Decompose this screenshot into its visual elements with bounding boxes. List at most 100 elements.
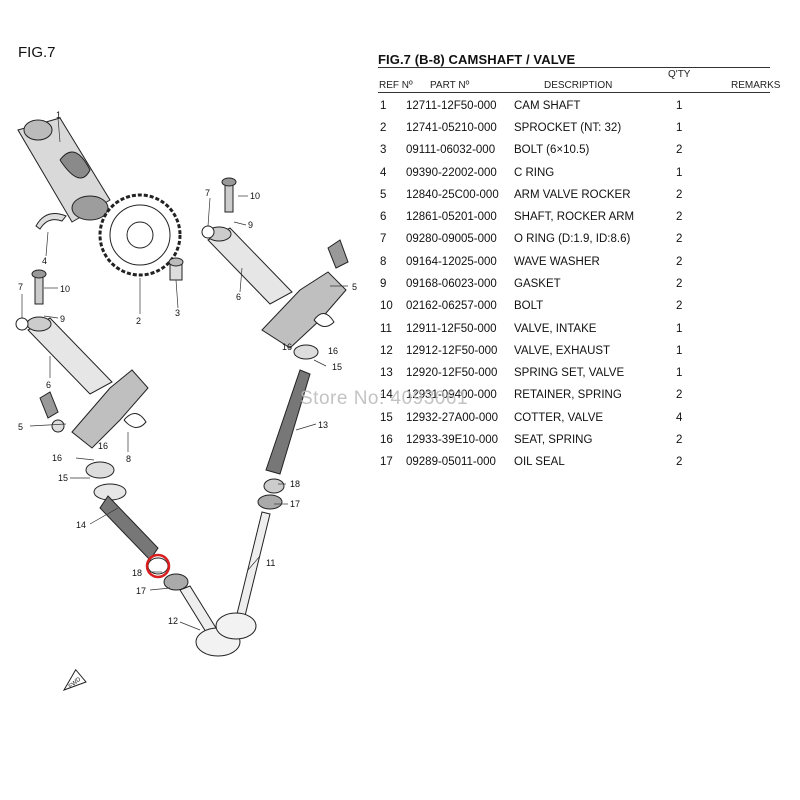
- cell-part: 12912-12F50-000: [406, 345, 498, 357]
- cell-part: 12933-39E10-000: [406, 434, 499, 446]
- cell-ref: 12: [380, 345, 393, 357]
- cell-qty: 2: [676, 144, 683, 156]
- cell-description: RETAINER, SPRING: [514, 389, 622, 401]
- callout-5-right: 5: [352, 282, 357, 292]
- cell-description: SPROCKET (NT: 32): [514, 122, 622, 134]
- callout-11: 11: [266, 558, 275, 568]
- callout-4: 4: [42, 256, 47, 266]
- cell-description: OIL SEAL: [514, 456, 565, 468]
- cell-part: 02162-06257-000: [406, 300, 497, 312]
- callout-10-right: 10: [250, 191, 260, 201]
- callout-16-b: 16: [328, 346, 338, 356]
- header-ref: REF Nº: [379, 80, 413, 91]
- cell-part: 12711-12F50-000: [406, 100, 497, 112]
- cell-qty: 2: [676, 278, 683, 290]
- cell-description: GASKET: [514, 278, 561, 290]
- c-ring-part: [35, 213, 67, 230]
- callout-6-right: 6: [236, 292, 241, 302]
- callout-16-a: 16: [282, 342, 292, 352]
- callout-2: 2: [136, 316, 141, 326]
- intake-valve-part: [215, 511, 271, 640]
- cell-ref: 9: [380, 278, 387, 290]
- cell-description: COTTER, VALVE: [514, 412, 604, 424]
- title-divider: [378, 67, 770, 68]
- cell-qty: 1: [676, 345, 683, 357]
- table-row: 12 12912-12F50-000 VALVE, EXHAUST 1: [0, 345, 800, 367]
- cell-part: 12840-25C00-000: [406, 189, 499, 201]
- callout-13: 13: [318, 420, 328, 430]
- cell-description: VALVE, EXHAUST: [514, 345, 611, 357]
- highlight-circle: [145, 553, 171, 579]
- header-qty: Q'TY: [668, 69, 691, 80]
- callout-numbers: 1 2 3 4 5 5 6 6 7 7 8 9 9 10 10 11 12 13…: [18, 110, 357, 626]
- cell-description: SPRING SET, VALVE: [514, 367, 625, 379]
- cell-qty: 1: [676, 122, 683, 134]
- cell-ref: 10: [380, 300, 393, 312]
- header-divider: [378, 92, 770, 93]
- cell-qty: 2: [676, 233, 683, 245]
- exploded-parts-diagram: 1 2 3 4 5 5 6 6 7 7 8 9 9 10 10 11 12 13…: [15, 110, 357, 691]
- cell-ref: 6: [380, 211, 387, 223]
- cell-description: O RING (D:1.9, ID:8.6): [514, 233, 631, 245]
- cell-qty: 1: [676, 100, 683, 112]
- cell-part: 12741-05210-000: [406, 122, 497, 134]
- table-title: FIG.7 (B-8) CAMSHAFT / VALVE: [378, 52, 576, 67]
- cell-qty: 2: [676, 456, 683, 468]
- cell-qty: 1: [676, 367, 683, 379]
- cell-ref: 8: [380, 256, 387, 268]
- cell-ref: 2: [380, 122, 387, 134]
- cell-description: C RING: [514, 167, 555, 179]
- cell-ref: 3: [380, 144, 387, 156]
- callout-9-right: 9: [248, 220, 253, 230]
- cell-part: 09289-05011-000: [406, 456, 496, 468]
- cell-qty: 2: [676, 434, 683, 446]
- cell-description: SEAT, SPRING: [514, 434, 593, 446]
- cell-description: BOLT: [514, 300, 544, 312]
- callout-9-left: 9: [60, 314, 65, 324]
- callout-17-left: 17: [136, 586, 146, 596]
- callout-7-right: 7: [205, 188, 210, 198]
- cell-qty: 2: [676, 189, 683, 201]
- cell-ref: 17: [380, 456, 393, 468]
- cell-part: 09168-06023-000: [406, 278, 497, 290]
- cell-ref: 1: [380, 100, 387, 112]
- callout-10-left: 10: [60, 284, 70, 294]
- camshaft-part: [17, 117, 111, 223]
- cell-ref: 7: [380, 233, 387, 245]
- cell-part: 12932-27A00-000: [406, 412, 499, 424]
- table-row: 1 12711-12F50-000 CAM SHAFT 1: [0, 100, 800, 122]
- bolt-right-part: [221, 177, 237, 213]
- cell-description: CAM SHAFT: [514, 100, 581, 112]
- cell-qty: 1: [676, 167, 683, 179]
- callout-16-d: 16: [98, 441, 108, 451]
- cell-description: WAVE WASHER: [514, 256, 600, 268]
- callout-18-right: 18: [290, 479, 300, 489]
- callout-5-left: 5: [18, 422, 23, 432]
- figure-label: FIG.7: [18, 44, 56, 61]
- cell-description: ARM VALVE ROCKER: [514, 189, 631, 201]
- rocker-shaft-left-part: [26, 316, 113, 395]
- cell-ref: 11: [380, 323, 392, 335]
- cell-ref: 16: [380, 434, 393, 446]
- cell-qty: 2: [676, 256, 683, 268]
- cell-part: 09280-09005-000: [406, 233, 497, 245]
- cell-part: 09111-06032-000: [406, 144, 496, 156]
- cell-description: VALVE, INTAKE: [514, 323, 597, 335]
- table-row: 9 09168-06023-000 GASKET 2: [0, 278, 800, 300]
- store-watermark: Store No: 4093061: [300, 388, 469, 409]
- cell-ref: 14: [380, 389, 393, 401]
- header-description: DESCRIPTION: [544, 80, 613, 91]
- bolt-left-part: [31, 269, 47, 305]
- cell-description: SHAFT, ROCKER ARM: [514, 211, 635, 223]
- table-row: 16 12933-39E10-000 SEAT, SPRING 2: [0, 434, 800, 456]
- callout-15-right: 15: [332, 362, 342, 372]
- cell-part: 12920-12F50-000: [406, 367, 498, 379]
- callout-12: 12: [168, 616, 178, 626]
- cell-ref: 15: [380, 412, 393, 424]
